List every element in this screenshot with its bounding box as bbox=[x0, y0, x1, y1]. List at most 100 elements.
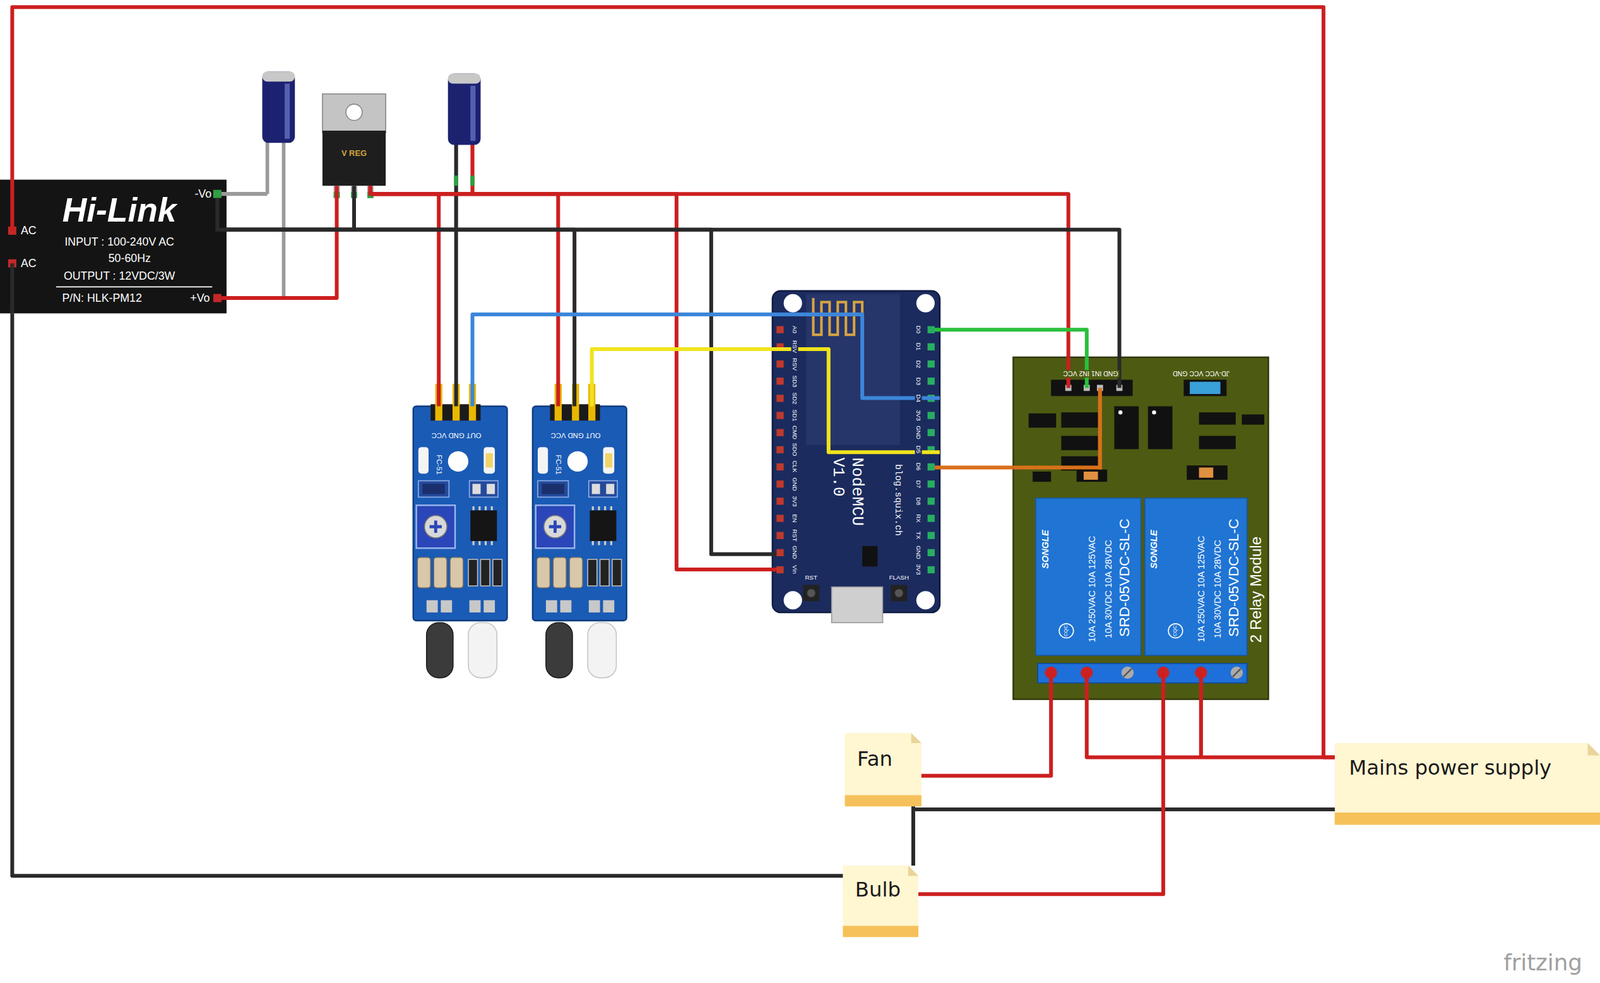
pin-label: Vin bbox=[791, 564, 799, 576]
ir-sensor-board bbox=[440, 600, 452, 613]
wire bbox=[1086, 698, 1335, 757]
wire bbox=[226, 185, 338, 298]
pin-label: D2 bbox=[914, 358, 922, 369]
capacitor bbox=[261, 71, 295, 298]
ir-sensor-board bbox=[413, 405, 508, 621]
pin-label: FLASH bbox=[889, 573, 909, 581]
ir-sensor-board bbox=[468, 622, 497, 678]
ir-sensor-board bbox=[424, 515, 448, 538]
relay-module-board bbox=[1114, 405, 1139, 449]
wire-stub bbox=[10, 179, 14, 232]
wire-stub bbox=[11, 179, 267, 314]
relay-module-board bbox=[1199, 412, 1236, 425]
ir-sensor-board bbox=[486, 483, 495, 494]
pin-label: 3V3 bbox=[914, 562, 922, 577]
pin-label: JD-VCC VCC GND bbox=[1171, 369, 1231, 378]
pin-label: SD2 bbox=[791, 390, 799, 406]
ir-sensor-board bbox=[448, 451, 469, 472]
nodemcu-board bbox=[772, 290, 940, 623]
relay: SONGLE10A 250VAC 10A 125VAC10A 30VDC 10A… bbox=[1144, 497, 1248, 656]
pin-label: D6 bbox=[914, 461, 922, 472]
note: Fan bbox=[845, 732, 922, 806]
wire bbox=[592, 349, 940, 452]
note-shape bbox=[845, 732, 922, 806]
relay-module-board bbox=[1230, 666, 1243, 679]
pin-header bbox=[776, 549, 784, 557]
part-text: 10A 250VAC 10A 125VAC bbox=[1086, 535, 1098, 643]
ir-sensor-board bbox=[532, 383, 627, 678]
relay-module-board bbox=[1151, 410, 1156, 415]
regulator-body bbox=[345, 104, 363, 121]
ir-sensor-board bbox=[422, 483, 445, 494]
pin-header bbox=[927, 463, 935, 471]
relay-module-board bbox=[1148, 405, 1173, 449]
pin-label: GND IN1 IN2 VCC bbox=[1062, 369, 1120, 378]
part-text: blog.squix.ch bbox=[892, 463, 904, 536]
pin-label: OUT GND VCC bbox=[431, 430, 481, 439]
relay-module-board bbox=[1183, 379, 1227, 396]
relay-module-board bbox=[1123, 668, 1132, 677]
nodemcu-board bbox=[916, 590, 935, 610]
pin-label: SD1 bbox=[791, 408, 799, 423]
part-text: SRD-05VDC-SL-C bbox=[1116, 518, 1133, 637]
part-text: CQC bbox=[1063, 624, 1070, 637]
pin-label: D3 bbox=[914, 375, 922, 386]
relay-module-board bbox=[1186, 465, 1228, 480]
wire-stub bbox=[217, 198, 227, 230]
ir-sensor-board bbox=[480, 559, 490, 586]
nodemcu-board bbox=[783, 294, 803, 313]
relay-module-board bbox=[1013, 357, 1269, 700]
voltage-regulator: V REG bbox=[322, 94, 386, 187]
pin-label: GND bbox=[791, 544, 799, 562]
wire bbox=[472, 314, 940, 406]
ir-sensor-board bbox=[429, 520, 442, 533]
ir-sensor-board bbox=[426, 622, 454, 678]
ir-sensor-board bbox=[416, 504, 456, 548]
wire-stub bbox=[1199, 672, 1203, 757]
relay-module-board bbox=[1121, 666, 1134, 679]
pin-label: RST bbox=[791, 527, 799, 543]
wire-stub bbox=[10, 263, 14, 314]
pin-header bbox=[927, 360, 935, 368]
capacitor bbox=[448, 73, 481, 145]
power-module-body bbox=[0, 179, 227, 314]
relay-module-board bbox=[1118, 410, 1123, 415]
part-text: 10A 30VDC 10A 28VDC bbox=[1102, 539, 1114, 639]
part-text: Hi-Link bbox=[62, 190, 177, 230]
pin-header bbox=[927, 411, 935, 419]
relay-module-board bbox=[1168, 623, 1183, 639]
wire bbox=[939, 465, 1014, 469]
ir-sensor-board bbox=[433, 557, 447, 589]
note: Mains power supply bbox=[1334, 742, 1600, 825]
capacitor bbox=[261, 71, 295, 82]
wire bbox=[226, 185, 355, 230]
capacitor bbox=[470, 175, 475, 186]
relay-module-board bbox=[1189, 381, 1221, 394]
pin-label: D4 bbox=[914, 393, 922, 404]
part-text: 2 Relay Module bbox=[1247, 536, 1265, 644]
capacitor bbox=[453, 175, 458, 186]
wire bbox=[939, 329, 1087, 358]
nodemcu-board bbox=[802, 584, 820, 601]
note-shape bbox=[845, 795, 922, 807]
note-shape bbox=[1334, 742, 1600, 825]
pin-label: D1 bbox=[914, 341, 922, 352]
wire-stub bbox=[772, 329, 1202, 757]
pin-label: +Vo bbox=[189, 291, 210, 305]
wire bbox=[226, 229, 457, 407]
part-text: 10A 250VAC 10A 125VAC bbox=[1195, 535, 1207, 643]
wire bbox=[370, 185, 439, 406]
pin-header bbox=[927, 497, 935, 505]
pin-header bbox=[776, 497, 784, 505]
nodemcu-board bbox=[807, 588, 816, 598]
relay-module-board bbox=[1013, 357, 1269, 700]
power-module-body bbox=[213, 189, 222, 199]
capacitor bbox=[454, 142, 459, 230]
relay-module-board bbox=[1199, 467, 1214, 478]
relay-module-board bbox=[1060, 435, 1098, 451]
capacitor bbox=[282, 140, 286, 298]
pin-label: D5 bbox=[914, 444, 922, 455]
pin-header bbox=[776, 326, 784, 334]
part-text: Bulb bbox=[855, 877, 901, 902]
